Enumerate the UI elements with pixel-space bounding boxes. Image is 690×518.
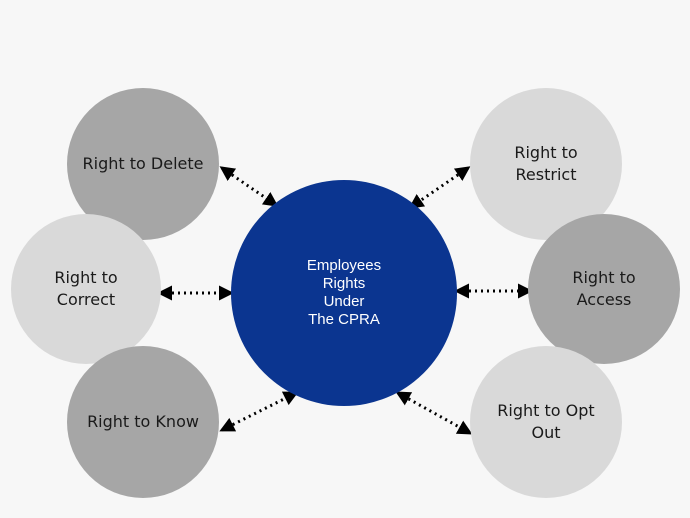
node-label: Right to Delete (82, 154, 204, 173)
node-label: Right to Know (87, 412, 199, 431)
connector-optout (395, 391, 473, 435)
center-node: Employees Rights Under The CPRA (231, 180, 457, 406)
node-right-to-know: Right to Know (67, 346, 219, 498)
center-label: Employees Rights Under The CPRA (306, 257, 382, 328)
node-label: Right to Restrict (514, 143, 578, 184)
connector-know (219, 391, 299, 432)
node-label: Right to Access (572, 268, 636, 309)
node-right-to-delete: Right to Delete (67, 88, 219, 240)
connector-restrict (408, 166, 471, 209)
node-right-to-correct: Right to Correct (11, 214, 161, 364)
node-right-to-opt-out: Right to Opt Out (470, 346, 622, 498)
connector-delete (219, 166, 279, 207)
node-label: Right to Opt Out (497, 401, 595, 442)
node-label: Right to Correct (54, 268, 118, 309)
node-right-to-access: Right to Access (528, 214, 680, 364)
